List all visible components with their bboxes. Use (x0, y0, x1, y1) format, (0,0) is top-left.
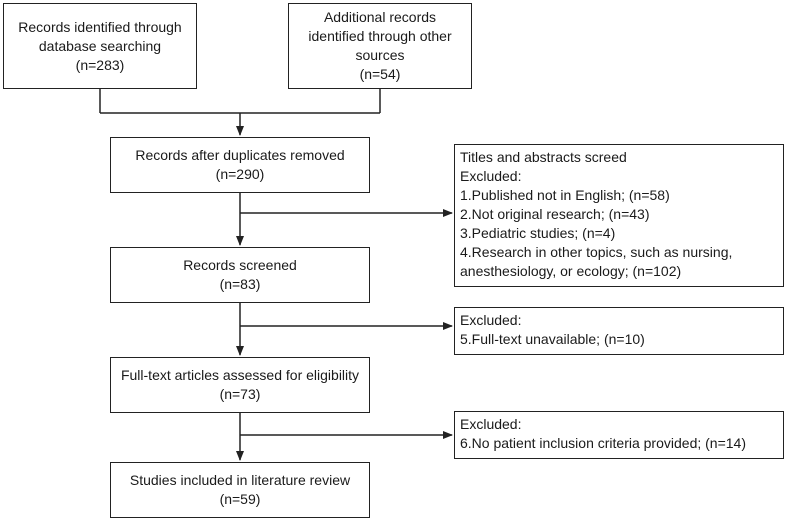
box-exclusion-no-criteria: Excluded: 6.No patient inclusion criteri… (454, 411, 784, 459)
exclusion-label: Excluded: (460, 168, 522, 184)
exclusion-reason: anesthesiology, or ecology; (n=102) (460, 263, 682, 279)
exclusion-reason: 1.Published not in English; (n=58) (460, 187, 670, 203)
box-count: (n=290) (215, 166, 265, 182)
exclusion-label: Excluded: (460, 416, 522, 432)
box-text: Records after duplicates removed (135, 147, 345, 163)
box-text: Records identified through (18, 18, 182, 35)
exclusion-reason: 4.Research in other topics, such as nurs… (460, 244, 733, 260)
box-exclusion-titles-abstracts: Titles and abstracts screed Excluded: 1.… (454, 144, 784, 287)
box-count: (n=283) (75, 56, 125, 73)
box-count: (n=59) (219, 491, 261, 507)
box-records-screened: Records screened (n=83) (110, 247, 370, 303)
box-text: Full-text articles assessed for eligibil… (120, 367, 360, 383)
box-text: database searching (38, 37, 162, 54)
box-exclusion-fulltext-unavailable: Excluded: 5.Full-text unavailable; (n=10… (454, 307, 784, 355)
box-after-duplicates: Records after duplicates removed (n=290) (110, 137, 370, 193)
box-database-searching: Records identified through database sear… (3, 3, 197, 89)
box-studies-included: Studies included in literature review (n… (110, 462, 370, 518)
exclusion-reason: 3.Pediatric studies; (n=4) (460, 225, 616, 241)
exclusion-heading: Titles and abstracts screed (460, 149, 627, 165)
box-fulltext-assessed: Full-text articles assessed for eligibil… (110, 357, 370, 413)
box-text: Records screened (183, 257, 297, 273)
box-count: (n=73) (219, 386, 261, 402)
box-text: Additional records (323, 9, 437, 25)
exclusion-label: Excluded: (460, 312, 522, 328)
box-text: sources (355, 47, 405, 63)
box-text: identified through other (308, 28, 452, 44)
box-count: (n=54) (359, 66, 401, 82)
exclusion-reason: 5.Full-text unavailable; (n=10) (460, 331, 645, 347)
box-other-sources: Additional records identified through ot… (288, 3, 472, 89)
exclusion-reason: 2.Not original research; (n=43) (460, 206, 650, 222)
exclusion-reason: 6.No patient inclusion criteria provided… (460, 435, 746, 451)
box-text: Studies included in literature review (129, 472, 351, 488)
box-count: (n=83) (219, 276, 261, 292)
